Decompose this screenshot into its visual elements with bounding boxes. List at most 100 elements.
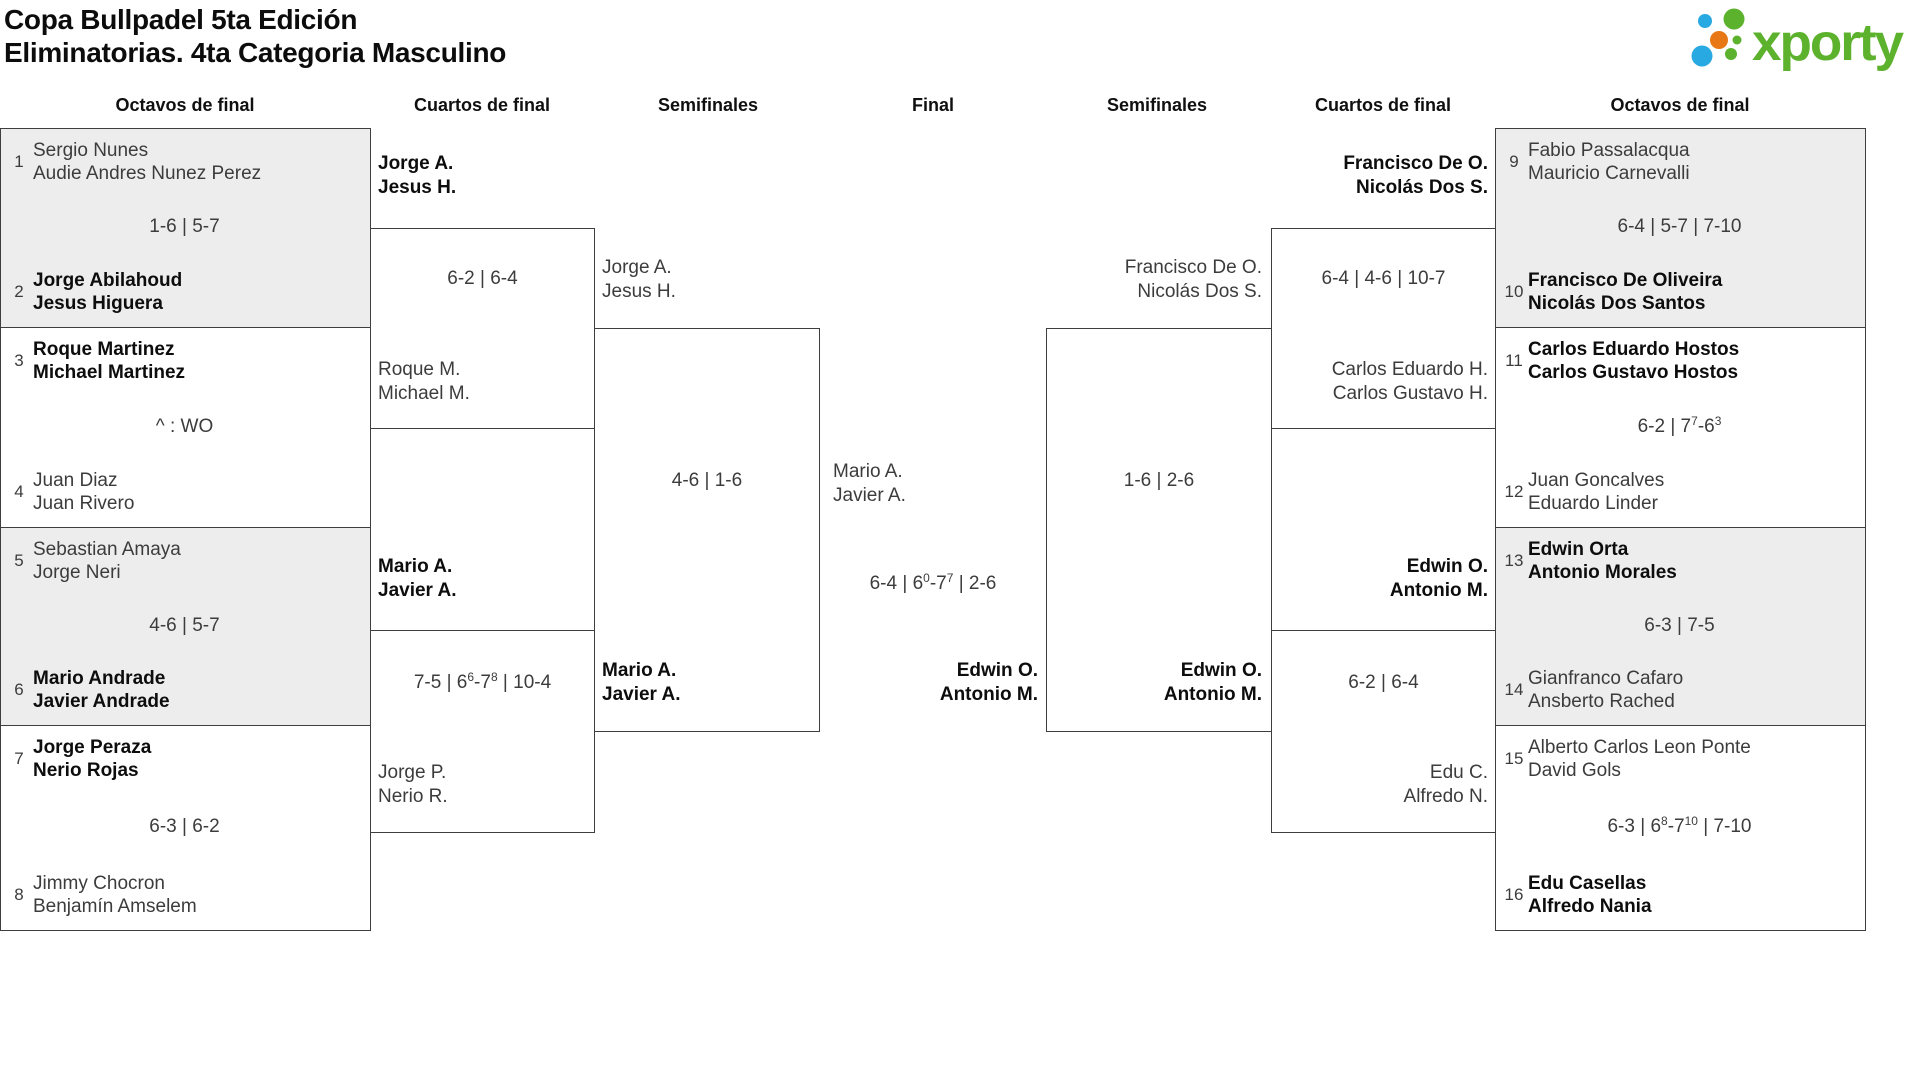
player-name: Carlos Gustavo Hostos — [1528, 362, 1739, 383]
seed-number: 2 — [14, 282, 24, 301]
qf-loser-label: Edu C.Alfredo N. — [1404, 761, 1488, 809]
round-header: Octavos de final — [115, 95, 255, 115]
player-name: Jesus Higuera — [33, 293, 163, 314]
player-name: Ansberto Rached — [1528, 691, 1675, 712]
player-name: Eduardo Linder — [1528, 493, 1658, 514]
sf-team-label: Edwin O. Antonio M. — [1164, 659, 1262, 707]
match-score: 6-3 | 68-710 | 7-10 — [1607, 814, 1752, 837]
seed-number: 8 — [14, 885, 24, 904]
player-name: Sergio Nunes — [33, 140, 149, 161]
sf-connector-box — [1046, 328, 1272, 732]
player-name: Sebastian Amaya — [33, 539, 181, 560]
player-name: Michael M. — [378, 383, 470, 404]
qf-loser-label: Carlos Eduardo H. Carlos Gustavo H. — [1332, 358, 1488, 406]
player-name: Juan Rivero — [33, 493, 135, 514]
player-name: Antonio Morales — [1528, 562, 1677, 583]
player-name: Antonio M. — [1163, 684, 1262, 705]
seed-number: 12 — [1504, 482, 1524, 501]
sf-score: 1-6 | 2-6 — [1123, 470, 1195, 491]
player-name: Michael Martinez — [33, 362, 186, 383]
qf-loser-label: Jorge P.Nerio R. — [378, 761, 448, 809]
player-name: Benjamín Amselem — [33, 896, 197, 917]
final-team-label: Edwin O.Antonio M. — [940, 659, 1038, 707]
sf-team-label: Mario A.Javier A. — [602, 659, 681, 707]
player-name: Jimmy Chocron — [33, 873, 165, 894]
player-name: Nicolás Dos S. — [1356, 177, 1488, 198]
player-name: David Gols — [1528, 760, 1621, 781]
seed-number: 7 — [14, 749, 24, 768]
round-header: Cuartos de final — [1314, 95, 1452, 115]
player-name: Javier Andrade — [33, 691, 170, 712]
seed-number: 4 — [14, 482, 24, 501]
player-name: Edwin Orta — [1528, 539, 1629, 560]
seed-number: 3 — [14, 351, 24, 370]
player-name: Audie Andres Nunez Perez — [33, 163, 262, 184]
player-name: Carlos Eduardo H. — [1331, 359, 1488, 380]
player-name: Alfredo N. — [1403, 786, 1488, 807]
round-header: Final — [911, 95, 955, 115]
player-name: Jorge P. — [378, 762, 447, 783]
tournament-name: Copa Bullpadel 5ta Edición — [4, 4, 358, 35]
qf-score: 6-2 | 6-4 — [447, 268, 518, 289]
player-name: Edwin O. — [1180, 660, 1262, 681]
player-name: Mario A. — [833, 461, 903, 482]
match-score: 6-4 | 5-7 | 7-10 — [1617, 216, 1742, 237]
player-name: Edu Casellas — [1528, 873, 1647, 894]
player-name: Alfredo Nania — [1528, 896, 1652, 917]
xporty-logo[interactable]: xporty — [1688, 2, 1914, 74]
seed-number: 9 — [1509, 152, 1519, 171]
player-name: Francisco De Oliveira — [1528, 270, 1723, 291]
player-name: Jorge A. — [378, 153, 454, 174]
seed-number: 6 — [14, 680, 24, 699]
player-name: Fabio Passalacqua — [1528, 140, 1690, 161]
sf-score: 4-6 | 1-6 — [671, 470, 743, 491]
match-score: 1-6 | 5-7 — [149, 216, 220, 237]
player-name: Mario Andrade — [33, 668, 166, 689]
player-name: Jorge A. — [602, 257, 672, 278]
player-name: Javier A. — [833, 485, 906, 506]
match-score: 4-6 | 5-7 — [149, 614, 220, 636]
seed-number: 13 — [1504, 551, 1524, 570]
qf-score: 6-4 | 4-6 | 10-7 — [1321, 268, 1446, 289]
player-name: Carlos Gustavo H. — [1332, 383, 1488, 404]
match-score: ^ : WO — [155, 415, 214, 437]
qf-winner-label: Francisco De O.Nicolás Dos S. — [1343, 152, 1488, 200]
player-name: Antonio M. — [1389, 580, 1488, 601]
seed-number: 11 — [1505, 351, 1523, 370]
qf-winner-label: Edwin O.Antonio M. — [1390, 555, 1488, 603]
logo-dots-icon — [1691, 8, 1745, 67]
seed-number: 15 — [1504, 749, 1524, 768]
player-name: Gianfranco Cafaro — [1528, 668, 1684, 689]
player-name: Javier A. — [378, 580, 457, 601]
player-name: Alberto Carlos Leon Ponte — [1528, 737, 1751, 758]
player-name: Antonio M. — [939, 684, 1038, 705]
qf-winner-label: Jorge A.Jesus H. — [378, 152, 456, 200]
